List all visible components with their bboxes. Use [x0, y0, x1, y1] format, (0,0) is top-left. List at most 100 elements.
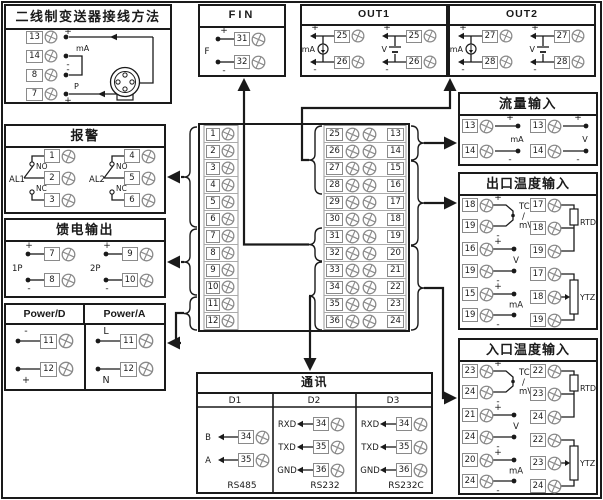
- terminal-number: 24: [530, 479, 546, 493]
- terminal-number: 35: [238, 453, 254, 467]
- screw-icon: [345, 297, 360, 311]
- polarity-sign: -: [222, 66, 225, 76]
- screw-icon: [547, 290, 562, 304]
- input-label: F: [204, 47, 209, 57]
- terminal-number: 19: [530, 313, 546, 327]
- terminal-number: 20: [462, 453, 478, 467]
- arrow-icon: [167, 255, 180, 269]
- polarity-sign: L: [103, 326, 109, 337]
- terminal-number: 14: [26, 49, 43, 63]
- screw-icon: [141, 149, 156, 163]
- terminal-number: 31: [326, 229, 343, 243]
- terminal-group-brace: [410, 125, 425, 161]
- box-title: 二线制变送器接线方法: [6, 6, 170, 30]
- terminal-number: 23: [530, 387, 546, 401]
- polarity-sign: -: [461, 65, 464, 75]
- screw-icon: [362, 195, 377, 209]
- arrow-icon: [380, 466, 386, 474]
- terminal-number: 19: [387, 229, 404, 243]
- screw-icon: [345, 314, 360, 328]
- terminal-number: 21: [462, 408, 478, 422]
- terminal-number: 34: [313, 417, 329, 431]
- screw-icon: [221, 246, 235, 260]
- screw-icon: [479, 453, 494, 467]
- terminal-number: 12: [206, 314, 220, 328]
- terminal-number: 9: [122, 247, 138, 261]
- pair-label: P: [74, 82, 79, 91]
- terminal-number: 18: [387, 212, 404, 226]
- terminal-number: 12: [120, 361, 137, 377]
- arrow-icon: [380, 443, 386, 451]
- signal-label: mA: [509, 301, 523, 311]
- arrow-icon: [565, 460, 570, 466]
- screw-icon: [61, 273, 76, 287]
- column-header: D2: [308, 396, 321, 406]
- screw-icon: [61, 193, 76, 207]
- screw-icon: [345, 178, 360, 192]
- screw-icon: [345, 161, 360, 175]
- screw-icon: [362, 280, 377, 294]
- terminal-number: 22: [387, 280, 404, 294]
- signal-label: V: [513, 256, 519, 266]
- screw-icon: [345, 246, 360, 260]
- sensor-label: mV: [519, 387, 533, 397]
- screw-icon: [479, 198, 494, 212]
- terminal-number: 32: [234, 55, 250, 69]
- group-label: 1P: [12, 264, 23, 274]
- power-ac-header: Power/A: [85, 305, 164, 325]
- terminal-number: 13: [387, 127, 404, 141]
- screw-icon: [571, 29, 585, 43]
- screw-icon: [44, 68, 58, 82]
- terminal-number: 27: [482, 29, 498, 43]
- screw-icon: [547, 198, 562, 212]
- terminal-number: 33: [326, 263, 343, 277]
- sensor-label: RTD: [580, 218, 596, 227]
- terminal-number: 7: [44, 247, 60, 261]
- terminal-group-brace: [183, 228, 198, 296]
- polarity-sign: +: [383, 23, 391, 33]
- screw-icon: [345, 144, 360, 158]
- terminal-number: 36: [396, 463, 412, 477]
- terminal-number: 30: [326, 212, 343, 226]
- terminal-number: 10: [206, 280, 220, 294]
- box-title: FIN: [200, 6, 284, 28]
- signal-label: V: [513, 422, 519, 432]
- terminal-number: 17: [530, 198, 546, 212]
- terminal-number: 4: [124, 149, 140, 163]
- arrow-icon: [297, 420, 303, 428]
- terminal-number: 36: [313, 463, 329, 477]
- screw-icon: [547, 144, 562, 158]
- screw-icon: [221, 144, 235, 158]
- screw-icon: [330, 417, 345, 431]
- screw-icon: [44, 30, 58, 44]
- sensor-label: YTZ: [579, 459, 596, 468]
- terminal-number: 31: [234, 32, 250, 46]
- box-title: 报警: [6, 126, 164, 148]
- screw-icon: [221, 314, 235, 328]
- arrow-icon: [458, 58, 464, 66]
- terminal-number: 28: [482, 55, 498, 69]
- box-title: 通讯: [198, 374, 431, 394]
- polarity-sign: +: [494, 359, 502, 369]
- screw-icon: [479, 474, 494, 488]
- polarity-sign: N: [102, 375, 109, 386]
- arrow-icon: [167, 336, 180, 350]
- terminal-number: 19: [462, 308, 478, 322]
- terminal-number: 6: [206, 212, 220, 226]
- relay-label: AL1: [9, 175, 25, 185]
- terminal-number: 19: [530, 244, 546, 258]
- polarity-sign: -: [508, 155, 511, 165]
- terminal-number: 5: [124, 171, 140, 185]
- terminal-number: 7: [26, 87, 43, 101]
- terminal-number: 14: [462, 144, 478, 158]
- terminal-number: 2: [44, 171, 60, 185]
- arrow-icon: [380, 420, 386, 428]
- terminal-number: 13: [26, 30, 43, 44]
- terminal-number: 1: [44, 149, 60, 163]
- terminal-number: 24: [387, 314, 404, 328]
